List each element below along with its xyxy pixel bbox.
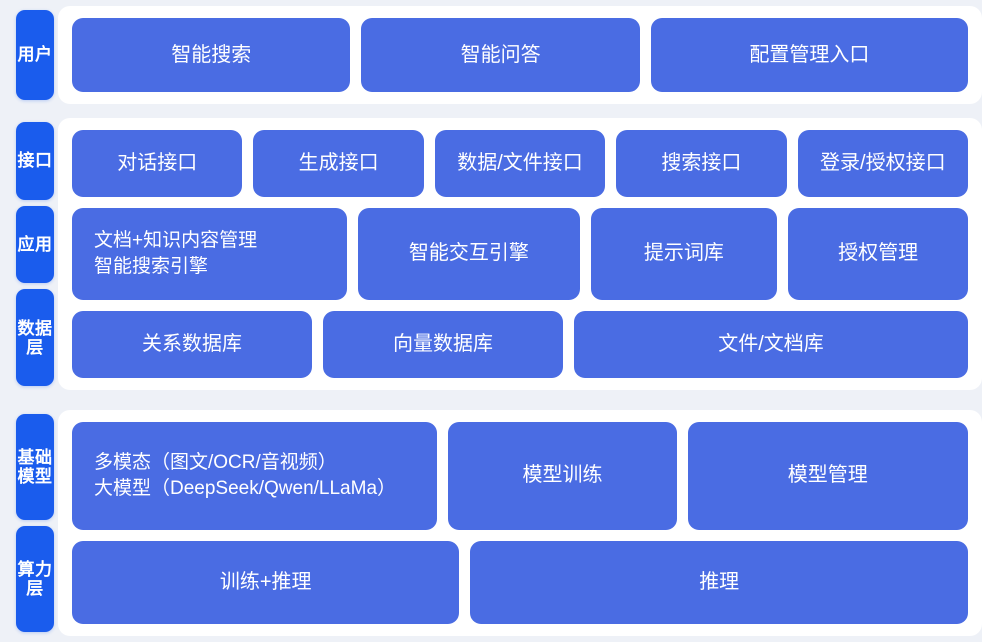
box-training-inference[interactable]: 训练+推理 — [72, 540, 460, 624]
row-data-layer: 关系数据库 向量数据库 文件/文档库 — [72, 310, 968, 378]
section-base: 基础模型 算力层 多模态（图文/OCR/音视频） 大模型（DeepSeek/Qw… — [0, 410, 982, 636]
box-intelligent-qa[interactable]: 智能问答 — [361, 18, 640, 92]
box-search-api[interactable]: 搜索接口 — [616, 130, 787, 198]
tab-user[interactable]: 用户 — [16, 10, 54, 100]
tab-column-middle: 接口 应用 数据层 — [0, 118, 68, 390]
section-user: 用户 智能搜索 智能问答 配置管理入口 — [0, 6, 982, 104]
box-intelligent-search[interactable]: 智能搜索 — [72, 18, 351, 92]
row-user-entries: 智能搜索 智能问答 配置管理入口 — [72, 18, 968, 92]
box-vector-database[interactable]: 向量数据库 — [323, 310, 563, 378]
tab-application[interactable]: 应用 — [16, 205, 54, 284]
section-middle: 接口 应用 数据层 对话接口 生成接口 数据/文件接口 搜索接口 登录/授权接口… — [0, 118, 982, 390]
tab-foundation-model[interactable]: 基础模型 — [16, 414, 54, 520]
box-dialog-api[interactable]: 对话接口 — [72, 130, 243, 198]
box-data-file-api[interactable]: 数据/文件接口 — [434, 130, 606, 198]
box-model-training[interactable]: 模型训练 — [448, 422, 677, 530]
panel-user: 智能搜索 智能问答 配置管理入口 — [58, 6, 982, 104]
row-application: 文档+知识内容管理 智能搜索引擎 智能交互引擎 提示词库 授权管理 — [72, 208, 968, 300]
box-authorization-management[interactable]: 授权管理 — [788, 208, 968, 300]
box-doc-knowledge-management[interactable]: 文档+知识内容管理 智能搜索引擎 — [72, 208, 348, 300]
tab-compute-layer[interactable]: 算力层 — [16, 526, 54, 632]
row-interface: 对话接口 生成接口 数据/文件接口 搜索接口 登录/授权接口 — [72, 130, 969, 198]
box-config-management-entry[interactable]: 配置管理入口 — [650, 18, 968, 92]
box-login-auth-api[interactable]: 登录/授权接口 — [797, 130, 969, 198]
box-model-management[interactable]: 模型管理 — [687, 422, 968, 530]
row-compute-layer: 训练+推理 推理 — [72, 540, 968, 624]
row-foundation-model: 多模态（图文/OCR/音视频） 大模型（DeepSeek/Qwen/LLaMa）… — [72, 422, 968, 530]
box-relational-database[interactable]: 关系数据库 — [72, 310, 312, 378]
box-file-document-store[interactable]: 文件/文档库 — [574, 310, 968, 378]
panel-base: 多模态（图文/OCR/音视频） 大模型（DeepSeek/Qwen/LLaMa）… — [58, 410, 982, 636]
tab-data-layer[interactable]: 数据层 — [16, 289, 54, 386]
box-generation-api[interactable]: 生成接口 — [253, 130, 424, 198]
panel-middle: 对话接口 生成接口 数据/文件接口 搜索接口 登录/授权接口 文档+知识内容管理… — [58, 118, 982, 390]
box-prompt-library[interactable]: 提示词库 — [590, 208, 778, 300]
tab-column-base: 基础模型 算力层 — [0, 410, 68, 636]
box-inference[interactable]: 推理 — [470, 540, 968, 624]
tab-interface[interactable]: 接口 — [16, 122, 54, 200]
box-intelligent-interaction-engine[interactable]: 智能交互引擎 — [358, 208, 580, 300]
box-multimodal-large-model[interactable]: 多模态（图文/OCR/音视频） 大模型（DeepSeek/Qwen/LLaMa） — [72, 422, 438, 530]
tab-column-user: 用户 — [0, 6, 68, 104]
